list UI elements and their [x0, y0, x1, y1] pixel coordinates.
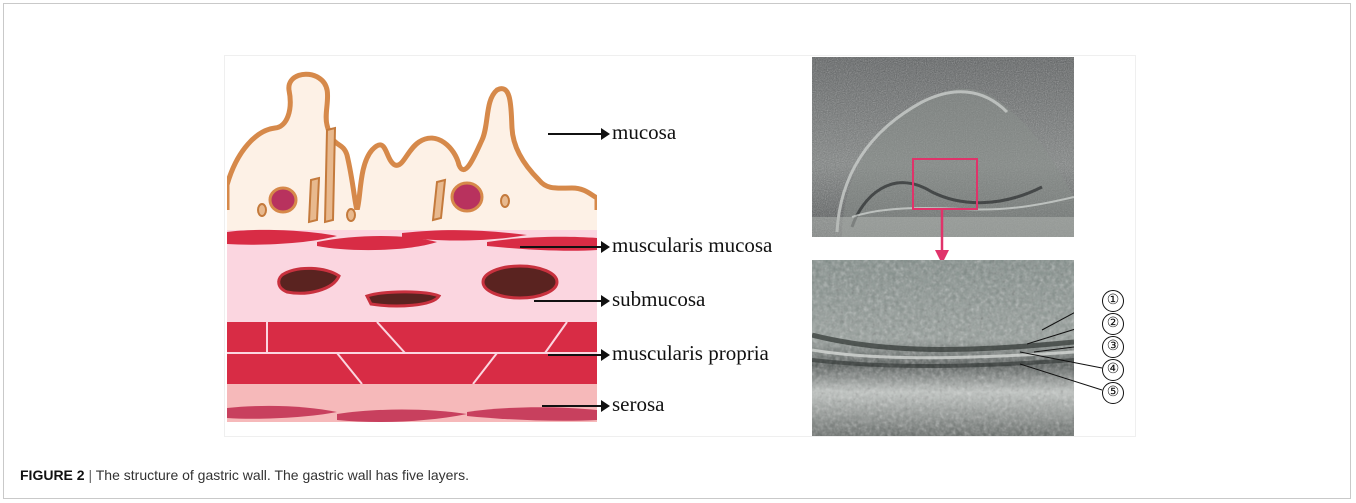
caption-separator: | [88, 467, 92, 483]
muscularis-mucosa-label: muscularis mucosa [612, 233, 772, 258]
mucosa-gland [501, 195, 509, 207]
layer-number-2: ② [1102, 313, 1124, 335]
callout-lines [1020, 340, 1104, 400]
mucosa-gland [325, 128, 335, 222]
submucosa-arrow [534, 300, 604, 302]
mucosa-arrow [548, 133, 604, 135]
muscularis-propria-label: muscularis propria [612, 341, 769, 366]
muscularis-propria-arrow [548, 354, 604, 356]
mucosa-gland [347, 209, 355, 221]
layer-number-1: ① [1102, 290, 1124, 312]
serosa-arrow [542, 405, 604, 407]
mucosa-label: mucosa [612, 120, 676, 145]
mucosa-vessel [452, 183, 482, 211]
mucosa-gland [258, 204, 266, 216]
muscularis-mucosa-arrow [520, 246, 604, 248]
submucosa-vessel [367, 292, 439, 306]
serosa-label: serosa [612, 392, 664, 417]
caption-text: The structure of gastric wall. The gastr… [96, 467, 469, 483]
zoom-arrow [935, 208, 949, 264]
figure-label: FIGURE 2 [20, 467, 85, 483]
mucosa-vessel [270, 188, 296, 212]
layer-number-5: ⑤ [1102, 382, 1124, 404]
gastric-wall-diagram [227, 70, 597, 430]
submucosa-vessel [483, 266, 557, 298]
mucosa-gland [309, 178, 319, 222]
layer-number-4: ④ [1102, 359, 1124, 381]
layer-number-3: ③ [1102, 336, 1124, 358]
figure-caption: FIGURE 2 | The structure of gastric wall… [20, 467, 469, 483]
submucosa-label: submucosa [612, 287, 705, 312]
